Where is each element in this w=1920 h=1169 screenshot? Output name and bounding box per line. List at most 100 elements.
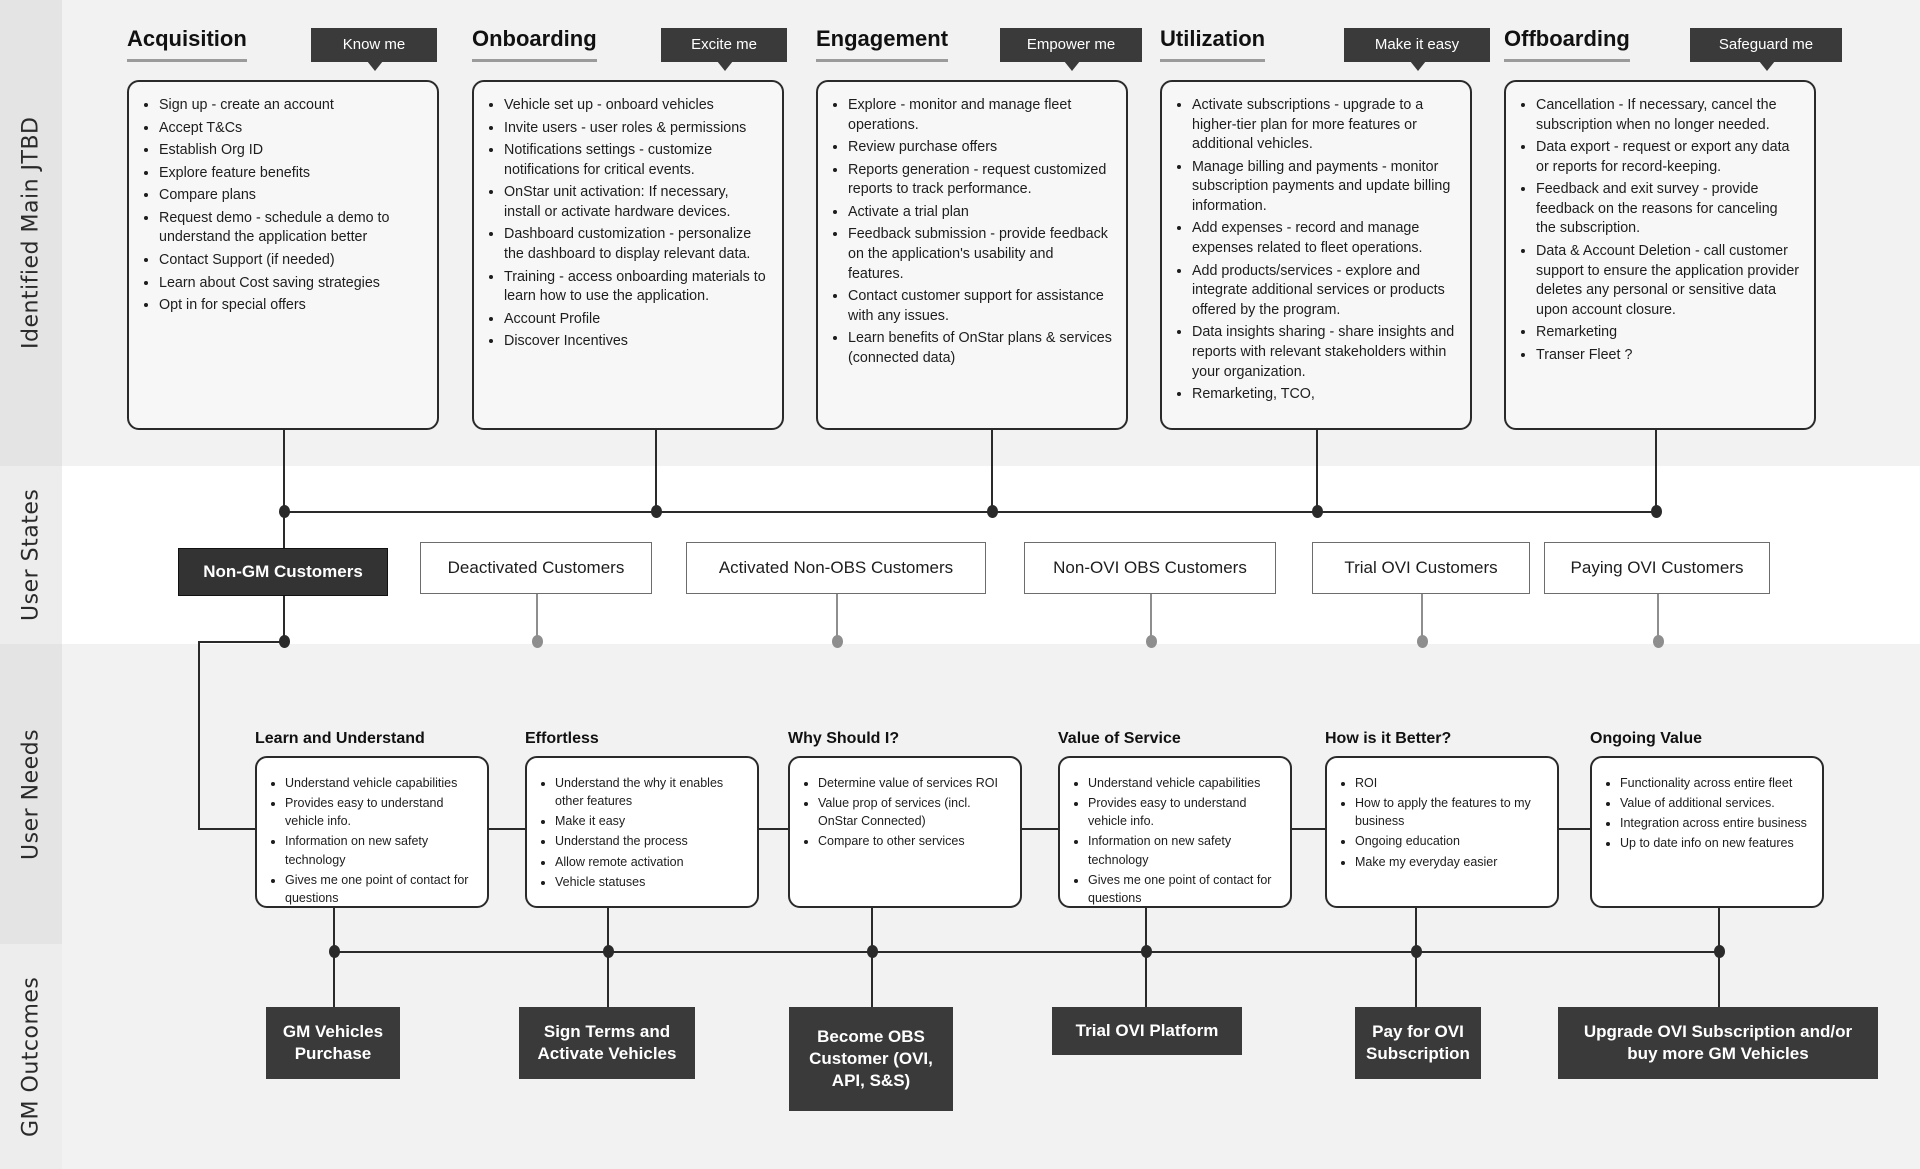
outcome-box-gm-vehicles-purchase[interactable]: GM Vehicles Purchase <box>266 1007 400 1079</box>
list-item: Integration across entire business <box>1620 814 1810 832</box>
junction-dot <box>1416 634 1428 648</box>
jtbd-card-acquisition[interactable]: Sign up - create an account Accept T&Cs … <box>127 80 439 430</box>
connector-outcome-2-down <box>607 951 609 1008</box>
needs-card-how-is-it-better[interactable]: ROI How to apply the features to my busi… <box>1325 756 1559 908</box>
jtbd-list-acquisition: Sign up - create an account Accept T&Cs … <box>129 82 437 329</box>
jtbd-card-offboarding[interactable]: Cancellation - If necessary, cancel the … <box>1504 80 1816 430</box>
list-item: Functionality across entire fleet <box>1620 774 1810 792</box>
state-box-deactivated-customers[interactable]: Deactivated Customers <box>420 542 652 594</box>
outcome-box-sign-terms-and-activate-vehicles[interactable]: Sign Terms and Activate Vehicles <box>519 1007 695 1079</box>
pill-safeguard-me: Safeguard me <box>1690 28 1842 71</box>
list-item: Understand vehicle capabilities <box>285 774 475 792</box>
connector-outcome-1-down <box>333 951 335 1008</box>
connector-needs-3-4 <box>1022 828 1058 830</box>
connector-outcome-3-down <box>871 951 873 1008</box>
row-label-gm-outcomes: GM Outcomes <box>18 976 44 1137</box>
list-item: Determine value of services ROI <box>818 774 1008 792</box>
needs-list-ongoing-value: Functionality across entire fleet Value … <box>1592 758 1822 865</box>
list-item: Make it easy <box>555 812 745 830</box>
state-box-non-ovi-obs-customers[interactable]: Non-OVI OBS Customers <box>1024 542 1276 594</box>
needs-title-why-should-i: Why Should I? <box>788 730 900 747</box>
connector-outcome-5-down <box>1415 951 1417 1008</box>
outcome-box-upgrade-ovi-subscription[interactable]: Upgrade OVI Subscription and/or buy more… <box>1558 1007 1878 1079</box>
list-item: Ongoing education <box>1355 832 1545 850</box>
pill-excite-me: Excite me <box>661 28 787 71</box>
list-item: Data insights sharing - share insights a… <box>1192 323 1456 382</box>
outcome-box-pay-for-ovi-subscription[interactable]: Pay for OVI Subscription <box>1355 1007 1481 1079</box>
list-item: Account Profile <box>504 310 768 330</box>
list-item: Activate a trial plan <box>848 203 1112 223</box>
outcome-box-trial-ovi-platform[interactable]: Trial OVI Platform <box>1052 1007 1242 1055</box>
needs-list-value-of-service: Understand vehicle capabilities Provides… <box>1060 758 1290 919</box>
connector-state-3-down <box>836 594 838 641</box>
connector-needs-5-6 <box>1559 828 1590 830</box>
connector-needs-1-down <box>333 908 335 952</box>
connector-state-2-down <box>536 594 538 641</box>
list-item: Explore - monitor and manage fleet opera… <box>848 96 1112 135</box>
row-label-user-needs: User Needs <box>18 728 44 860</box>
list-item: Invite users - user roles & permissions <box>504 119 768 139</box>
connector-utilization-down <box>1316 430 1318 512</box>
list-item: Learn benefits of OnStar plans & service… <box>848 329 1112 368</box>
needs-card-learn-and-understand[interactable]: Understand vehicle capabilities Provides… <box>255 756 489 908</box>
list-item: Add expenses - record and manage expense… <box>1192 219 1456 258</box>
state-box-paying-ovi-customers[interactable]: Paying OVI Customers <box>1544 542 1770 594</box>
jtbd-list-offboarding: Cancellation - If necessary, cancel the … <box>1506 82 1814 379</box>
connector-outcome-4-down <box>1145 951 1147 1008</box>
jtbd-card-onboarding[interactable]: Vehicle set up - onboard vehicles Invite… <box>472 80 784 430</box>
pill-empower-me: Empower me <box>1000 28 1142 71</box>
list-item: Feedback and exit survey - provide feedb… <box>1536 180 1800 239</box>
list-item: Value of additional services. <box>1620 794 1810 812</box>
needs-list-how-is-it-better: ROI How to apply the features to my busi… <box>1327 758 1557 883</box>
connector-needs-4-down <box>1145 908 1147 952</box>
junction-dot <box>278 634 290 648</box>
stage-title-acquisition: Acquisition <box>127 26 247 62</box>
connector-needs-2-down <box>607 908 609 952</box>
list-item: Training - access onboarding materials t… <box>504 268 768 307</box>
pill-know-me: Know me <box>311 28 437 71</box>
needs-card-effortless[interactable]: Understand the why it enables other feat… <box>525 756 759 908</box>
stage-title-onboarding: Onboarding <box>472 26 597 62</box>
row-label-jtbd: Identified Main JTBD <box>18 116 44 350</box>
list-item: Activate subscriptions - upgrade to a hi… <box>1192 96 1456 155</box>
rail-user-needs <box>0 644 62 944</box>
list-item: Notifications settings - customize notif… <box>504 141 768 180</box>
list-item: Vehicle set up - onboard vehicles <box>504 96 768 116</box>
list-item: Learn about Cost saving strategies <box>159 274 423 294</box>
connector-to-state-1 <box>283 511 285 549</box>
junction-dot <box>1311 504 1323 518</box>
needs-card-why-should-i[interactable]: Determine value of services ROI Value pr… <box>788 756 1022 908</box>
list-item: Value prop of services (incl. OnStar Con… <box>818 794 1008 830</box>
needs-list-why-should-i: Determine value of services ROI Value pr… <box>790 758 1020 863</box>
list-item: How to apply the features to my business <box>1355 794 1545 830</box>
jtbd-list-utilization: Activate subscriptions - upgrade to a hi… <box>1162 82 1470 418</box>
jtbd-card-engagement[interactable]: Explore - monitor and manage fleet opera… <box>816 80 1128 430</box>
outcome-box-become-obs-customer[interactable]: Become OBS Customer (OVI, API, S&S) <box>789 1007 953 1111</box>
list-item: Explore feature benefits <box>159 164 423 184</box>
rail-jtbd <box>0 0 62 466</box>
list-item: Allow remote activation <box>555 853 745 871</box>
connector-needs-5-down <box>1415 908 1417 952</box>
state-box-activated-non-obs-customers[interactable]: Activated Non-OBS Customers <box>686 542 986 594</box>
list-item: Remarketing, TCO, <box>1192 385 1456 405</box>
list-item: Opt in for special offers <box>159 296 423 316</box>
connector-bracket-bottom <box>198 828 256 830</box>
list-item: Contact customer support for assistance … <box>848 287 1112 326</box>
needs-card-ongoing-value[interactable]: Functionality across entire fleet Value … <box>1590 756 1824 908</box>
junction-dot <box>1652 634 1664 648</box>
list-item: Data export - request or export any data… <box>1536 138 1800 177</box>
trunk-line-states <box>283 511 1656 513</box>
list-item: Provides easy to understand vehicle info… <box>285 794 475 830</box>
needs-card-value-of-service[interactable]: Understand vehicle capabilities Provides… <box>1058 756 1292 908</box>
list-item: Transer Fleet ? <box>1536 346 1800 366</box>
state-box-non-gm-customers[interactable]: Non-GM Customers <box>178 548 388 596</box>
state-box-trial-ovi-customers[interactable]: Trial OVI Customers <box>1312 542 1530 594</box>
list-item: Information on new safety technology <box>1088 832 1278 868</box>
connector-acquisition-down <box>283 430 285 512</box>
rail-gm-outcomes <box>0 944 62 1169</box>
jtbd-card-utilization[interactable]: Activate subscriptions - upgrade to a hi… <box>1160 80 1472 430</box>
jtbd-list-onboarding: Vehicle set up - onboard vehicles Invite… <box>474 82 782 365</box>
list-item: Request demo - schedule a demo to unders… <box>159 209 423 248</box>
list-item: Add products/services - explore and inte… <box>1192 262 1456 321</box>
